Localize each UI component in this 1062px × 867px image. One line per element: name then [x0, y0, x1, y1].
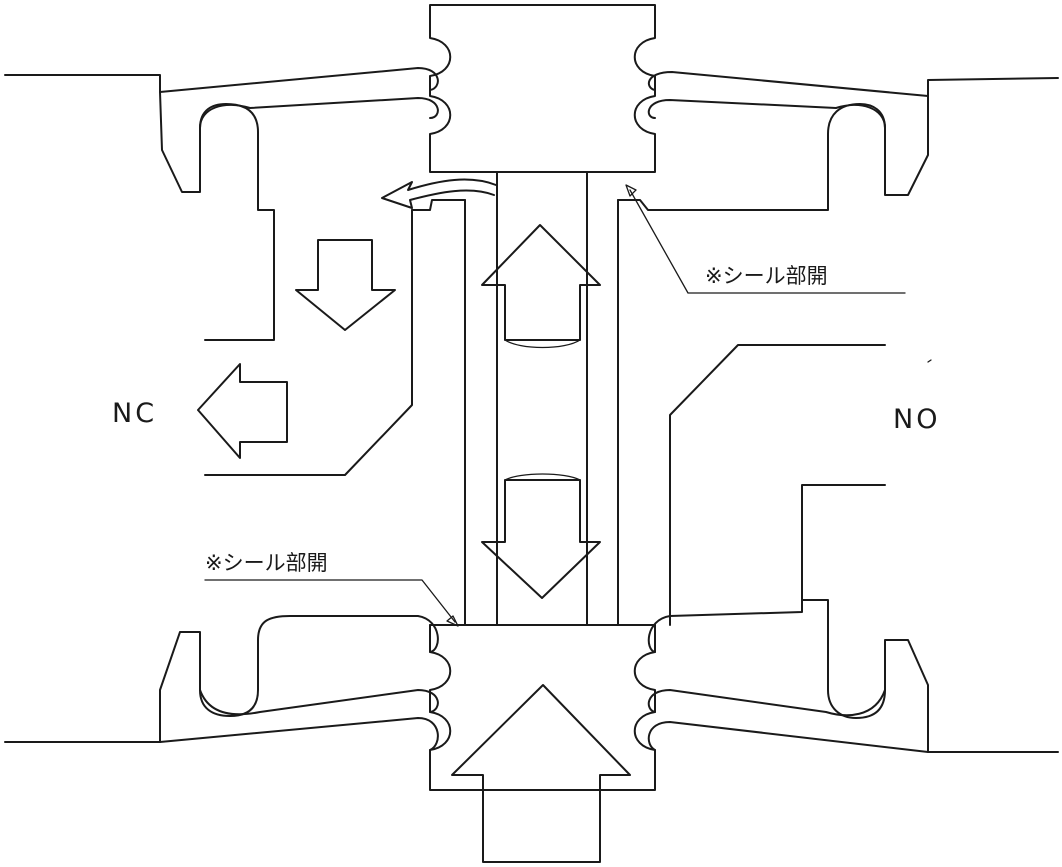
bottom-left-upper-arm — [257, 615, 439, 653]
stem-down-arrow-curve — [504, 473, 581, 481]
seal-note-lower: ※シール部開 — [205, 551, 328, 575]
no-lower-housing — [801, 484, 1059, 753]
nc-seal-lip — [411, 199, 466, 211]
bottom-stem-plate — [429, 624, 656, 791]
bottom-left-mid-arm — [199, 689, 439, 716]
no-mark — [927, 359, 932, 363]
seal-leader-lower — [204, 579, 456, 623]
bottom-right-lower-arm — [647, 721, 929, 753]
no-passage-wall — [669, 344, 886, 626]
nc-flow-arrow — [197, 363, 288, 459]
bottom-left-lower-arm — [159, 717, 439, 751]
seal-leader-upper — [629, 189, 906, 294]
housing-top-right — [659, 77, 1059, 211]
seal-leader-lower-tip — [446, 615, 459, 627]
top-stem-cap — [429, 4, 656, 173]
housing-bottom-left — [4, 631, 259, 743]
port-no-label: NO — [893, 404, 940, 435]
top-left-lower-arm — [199, 97, 439, 129]
flow-down-arrow — [295, 239, 396, 331]
top-right-lower-arm — [647, 99, 886, 129]
stem-down-arrow — [481, 479, 601, 599]
nc-passage-wall — [204, 209, 413, 476]
seal-open-curved-arrow — [381, 178, 497, 209]
stem-up-arrow — [481, 224, 601, 341]
inlet-up-arrow — [451, 684, 631, 863]
port-nc-label: NC — [112, 398, 157, 429]
top-right-upper-arm — [647, 71, 929, 97]
bottom-right-mid-arm — [647, 689, 886, 717]
top-left-upper-arm — [159, 67, 439, 93]
housing-top-left — [4, 74, 275, 341]
seal-leader-upper-tip — [625, 184, 637, 197]
bottom-right-upper-arm — [647, 599, 803, 653]
seal-note-upper: ※シール部開 — [705, 264, 828, 288]
no-seal-lip — [617, 199, 661, 211]
stem-up-arrow-curve — [504, 339, 581, 349]
